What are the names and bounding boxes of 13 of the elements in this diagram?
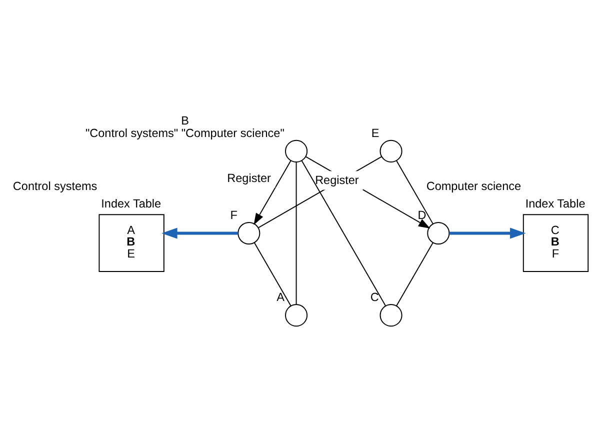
edge-label: Register	[227, 172, 271, 185]
node-label: A	[276, 291, 285, 304]
node-label: F	[230, 209, 238, 222]
edge-label: Register	[315, 174, 359, 187]
node-label: E	[371, 127, 380, 140]
node-label: Control systems	[12, 180, 98, 194]
node-label: Index Table	[101, 197, 162, 210]
node-label: Index Table	[525, 197, 586, 210]
node-label: D	[418, 209, 426, 222]
node-label: "Control systems" "Computer science"	[86, 127, 284, 140]
node-label: B	[181, 114, 189, 128]
node-label: C	[370, 291, 379, 304]
node-label: Computer science	[426, 180, 522, 194]
